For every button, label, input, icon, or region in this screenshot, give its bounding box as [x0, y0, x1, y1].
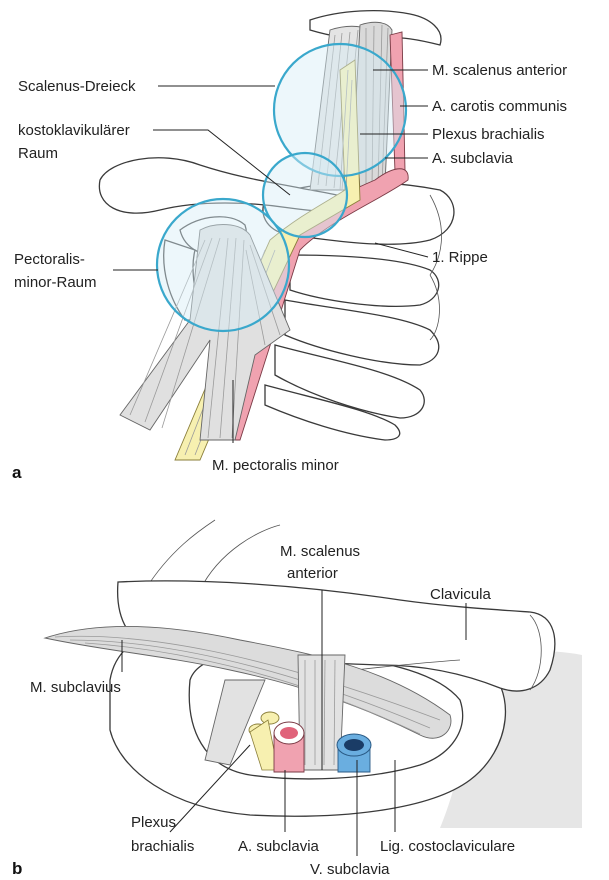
label-a-carotis: A. carotis communis — [432, 98, 567, 115]
label-m-pectoralis-minor: M. pectoralis minor — [212, 457, 339, 474]
label-kostoklavikular-1: kostoklavikulärer — [18, 122, 130, 139]
label-a-subclavia: A. subclavia — [432, 150, 514, 167]
label-plexus-1: Plexus — [131, 814, 176, 831]
ring-pectoralis-minor — [157, 199, 289, 331]
panel-b-tag: b — [12, 859, 22, 878]
label-lig-costoclaviculare: Lig. costoclaviculare — [380, 838, 515, 855]
label-m-scalenus-anterior: M. scalenus anterior — [432, 62, 567, 79]
upper-arc-2 — [200, 525, 280, 590]
label-a-subclavia-b: A. subclavia — [238, 838, 320, 855]
label-rippe: 1. Rippe — [432, 249, 488, 266]
label-plexus-2: brachialis — [131, 838, 194, 855]
label-m-scalenus-2: anterior — [287, 565, 338, 582]
upper-arc-1 — [145, 520, 215, 590]
label-pectoralis-1: Pectoralis- — [14, 251, 85, 268]
label-scalenus-dreieck: Scalenus-Dreieck — [18, 78, 136, 95]
panel-b: M. scalenus anterior Clavicula M. subcla… — [12, 520, 582, 878]
panel-a-tag: a — [12, 463, 22, 482]
label-v-subclavia: V. subclavia — [310, 861, 390, 878]
panel-a: Scalenus-Dreieck kostoklavikulärer Raum … — [12, 11, 567, 482]
rib-2 — [290, 255, 439, 306]
label-m-scalenus-1: M. scalenus — [280, 543, 360, 560]
label-m-subclavius: M. subclavius — [30, 679, 121, 696]
label-pectoralis-2: minor-Raum — [14, 274, 97, 291]
label-kostoklavikular-2: Raum — [18, 145, 58, 162]
label-plexus-brachialis: Plexus brachialis — [432, 126, 545, 143]
label-clavicula: Clavicula — [430, 586, 492, 603]
